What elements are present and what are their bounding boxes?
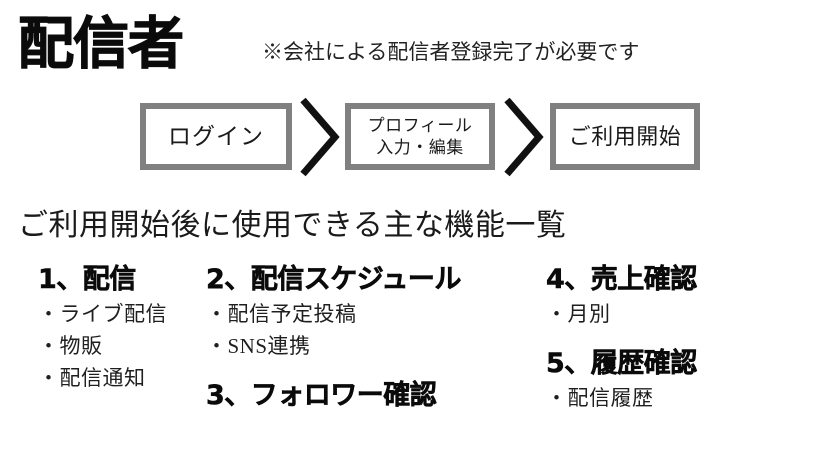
feature-group-heading: 1、配信 [38, 264, 137, 296]
flow-step-label: プロフィール 入力・編集 [367, 115, 473, 157]
feature-group-heading: 3、フォロワー確認 [206, 380, 437, 412]
feature-column-3: 4、売上確認 ・月別 5、履歴確認 ・配信履歴 [546, 262, 826, 414]
feature-item: ・物販 [38, 334, 103, 358]
feature-item: ・配信予定投稿 [206, 302, 357, 326]
feature-group-2: 2、配信スケジュール ・配信予定投稿 ・SNS連携 [206, 262, 536, 362]
feature-group-heading: 2、配信スケジュール [206, 264, 462, 296]
feature-group-4: 4、売上確認 ・月別 [546, 262, 826, 330]
chevron-right-icon [498, 92, 550, 182]
flow-step-label: ログイン [168, 123, 264, 149]
registration-note: ※会社による配信者登録完了が必要です [262, 40, 640, 64]
feature-item: ・配信履歴 [546, 386, 654, 410]
flow-step-login[interactable]: ログイン [140, 103, 292, 170]
flow-step-start-using[interactable]: ご利用開始 [550, 103, 700, 170]
feature-item: ・SNS連携 [206, 334, 311, 358]
feature-group-5: 5、履歴確認 ・配信履歴 [546, 346, 826, 414]
flow-step-profile[interactable]: プロフィール 入力・編集 [345, 103, 495, 170]
chevron-right-icon [294, 92, 346, 182]
section-heading: ご利用開始後に使用できる主な機能一覧 [18, 209, 567, 242]
feature-column-1: 1、配信 ・ライブ配信 ・物販 ・配信通知 [38, 262, 213, 394]
feature-item: ・配信通知 [38, 366, 146, 390]
feature-column-2: 2、配信スケジュール ・配信予定投稿 ・SNS連携 3、フォロワー確認 [206, 262, 536, 414]
feature-group-heading: 5、履歴確認 [546, 348, 698, 380]
feature-group-3: 3、フォロワー確認 [206, 378, 536, 414]
feature-group-heading: 4、売上確認 [546, 264, 698, 296]
feature-group-1: 1、配信 ・ライブ配信 ・物販 ・配信通知 [38, 262, 213, 394]
feature-item: ・月別 [546, 302, 611, 326]
feature-item: ・ライブ配信 [38, 302, 167, 326]
flow-step-label: ご利用開始 [568, 123, 682, 149]
page-title: 配信者 [17, 12, 184, 77]
